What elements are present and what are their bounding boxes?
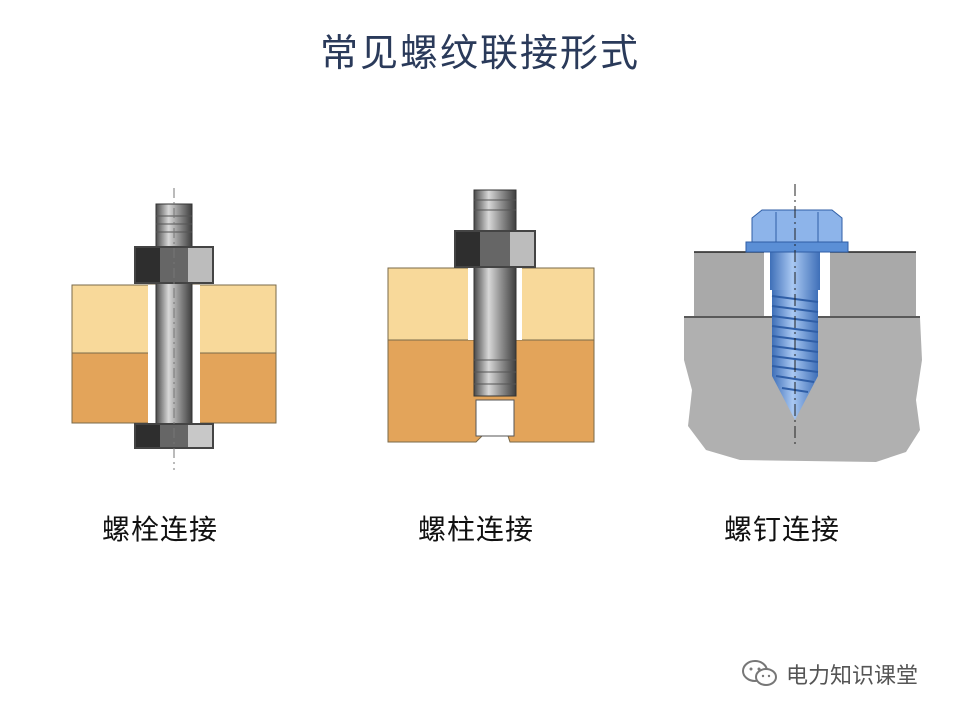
watermark-text: 电力知识课堂 bbox=[786, 664, 919, 689]
wechat-icon bbox=[742, 660, 777, 686]
bolt-connection-illustration bbox=[20, 180, 340, 480]
caption-screw-connection: 螺钉连接 bbox=[724, 513, 841, 546]
caption-bolt-connection: 螺栓连接 bbox=[102, 513, 219, 546]
caption-stud-connection: 螺柱连接 bbox=[418, 513, 535, 546]
screw-connection-illustration bbox=[680, 180, 930, 470]
page-title: 常见螺纹联接形式 bbox=[319, 31, 640, 75]
watermark: 电力知识课堂 bbox=[740, 658, 918, 690]
stud-connection-illustration bbox=[380, 180, 610, 460]
